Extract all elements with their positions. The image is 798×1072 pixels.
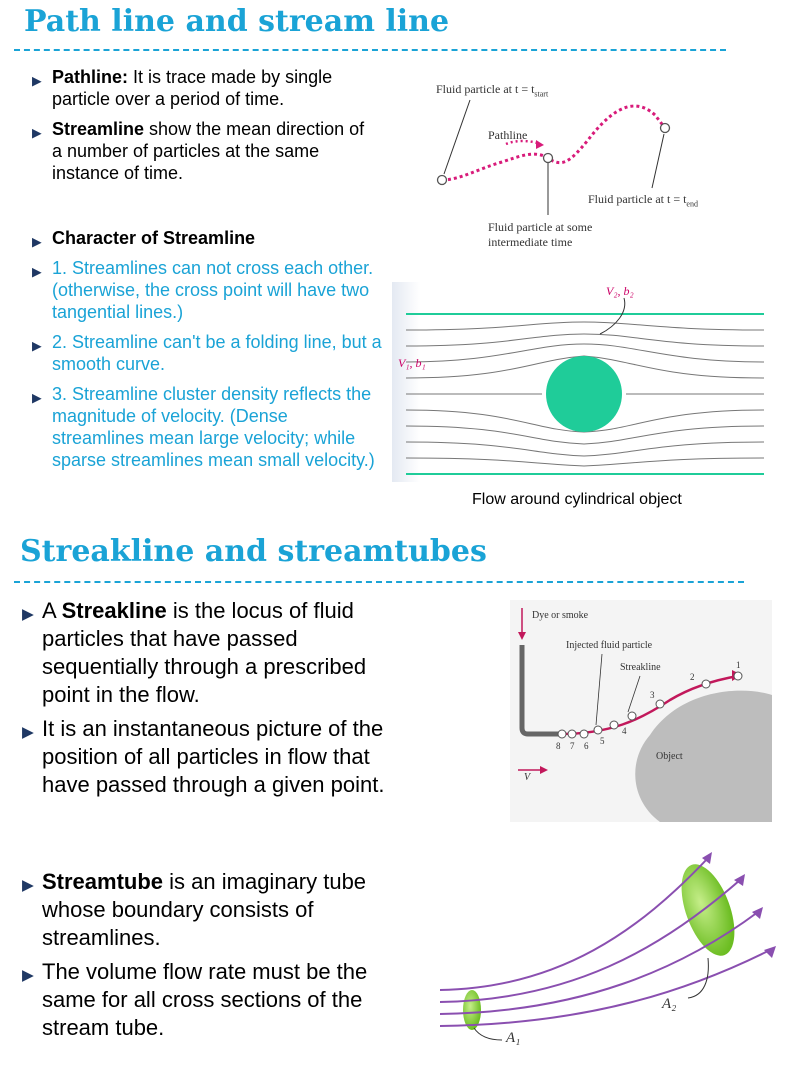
num-5: 5 [600, 736, 605, 746]
arrowhead-icon [702, 852, 776, 958]
label-dye: Dye or smoke [532, 610, 589, 621]
bullet-instantaneous: ▶ It is an instantaneous picture of the … [22, 716, 385, 797]
character-list: ▶ Character of Streamline ▶ 1. Streamlin… [26, 227, 382, 479]
bullet-pathline: ▶ Pathline: It is trace made by single p… [32, 67, 333, 109]
label-injected: Injected fluid particle [566, 640, 653, 651]
label-end: Fluid particle at t = tend [588, 192, 698, 209]
cylinder [546, 356, 622, 432]
bullet-streamtube: ▶ Streamtube is an imaginary tube whose … [22, 869, 367, 950]
section1-title: Path line and stream line [24, 4, 450, 39]
leader-a2 [687, 957, 709, 999]
injector-tube [519, 645, 560, 737]
label-start: Fluid particle at t = tstart [436, 82, 549, 99]
arrowhead-icon [540, 766, 548, 774]
num-7: 7 [570, 741, 575, 751]
bullet-arrow-icon: ▶ [32, 338, 42, 353]
num-6: 6 [584, 741, 589, 751]
section2-divider [14, 581, 744, 583]
bullet-arrow-icon: ▶ [32, 390, 42, 405]
leader-end [651, 133, 665, 189]
pathline-curve [441, 104, 667, 182]
num-3: 3 [650, 690, 655, 700]
bullet-arrow-icon: ▶ [32, 125, 42, 140]
label-streakline: Streakline [620, 662, 661, 673]
label-a2: A₂ [662, 996, 677, 1012]
label-v: V [524, 772, 531, 783]
label-pathline: Pathline [488, 128, 528, 142]
streakline-figure: Dye or smoke Injected fluid particle Str… [510, 600, 772, 822]
bullet-streamline: ▶ Streamline show the mean direction of … [32, 119, 365, 183]
leader-v2 [599, 297, 626, 335]
streamtube-diagram [439, 852, 776, 1041]
bullet-streakline: ▶ A Streakline is the locus of fluid par… [22, 598, 367, 707]
tube-streamlines [439, 857, 771, 1027]
pathline-diagram [436, 99, 671, 215]
character-item-3: ▶ 3. Streamline cluster density reflects… [32, 384, 375, 470]
character-item-2: ▶ 2. Streamline can't be a folding line,… [32, 332, 382, 374]
area-a2 [681, 864, 735, 956]
section2-bullets-bottom: ▶ Streamtube is an imaginary tube whose … [16, 868, 388, 1048]
arrowhead-icon [536, 140, 544, 149]
label-a1: A₁ [506, 1030, 521, 1046]
particle-start [436, 174, 448, 186]
streakline-diagram [518, 608, 772, 822]
bullet-arrow-icon: ▶ [22, 605, 34, 623]
section2-title: Streakline and streamtubes [20, 534, 487, 569]
bullet-arrow-icon: ▶ [22, 876, 34, 894]
leader-injected [595, 653, 603, 726]
character-item-1: ▶ 1. Streamlines can not cross each othe… [32, 258, 374, 322]
label-intermediate-2: intermediate time [488, 235, 573, 249]
cylinder-diagram [405, 297, 765, 475]
label-v1-b1: V₁, b₁ [398, 356, 426, 370]
bullet-arrow-icon: ▶ [22, 723, 34, 741]
cylinder-figure: V₂, b₂ V₁, b₁ [392, 282, 776, 482]
pathline-figure: Fluid particle at t = tstart Pathline Fl… [420, 70, 760, 255]
num-2: 2 [690, 672, 695, 682]
streamtube-figure: A₂ A₁ [439, 850, 780, 1055]
num-1: 1 [736, 660, 741, 670]
bullet-volume-flow: ▶ The volume flow rate must be the same … [22, 959, 368, 1040]
bullet-arrow-icon: ▶ [32, 234, 42, 249]
section1-bullets: ▶ Pathline: It is trace made by single p… [26, 66, 376, 192]
section1-divider [14, 49, 726, 51]
injected-particles [557, 671, 743, 739]
label-v2-b2: V₂, b₂ [606, 284, 634, 298]
leader-start [443, 99, 471, 175]
object-shape [635, 690, 772, 822]
bullet-arrow-icon: ▶ [22, 966, 34, 984]
label-object: Object [656, 751, 683, 762]
bullet-arrow-icon: ▶ [32, 264, 42, 279]
arrowhead-icon [518, 632, 526, 640]
leader-streak [627, 675, 641, 713]
num-8: 8 [556, 741, 561, 751]
num-4: 4 [622, 726, 627, 736]
leader-a1 [473, 1027, 503, 1041]
particle-end [659, 122, 671, 134]
section2-bullets-top: ▶ A Streakline is the locus of fluid par… [16, 597, 388, 805]
particle-mid [542, 152, 554, 164]
label-intermediate-1: Fluid particle at some [488, 220, 593, 234]
cylinder-caption: Flow around cylindrical object [472, 491, 682, 508]
bullet-arrow-icon: ▶ [32, 73, 42, 88]
character-heading: ▶ Character of Streamline [26, 227, 382, 249]
